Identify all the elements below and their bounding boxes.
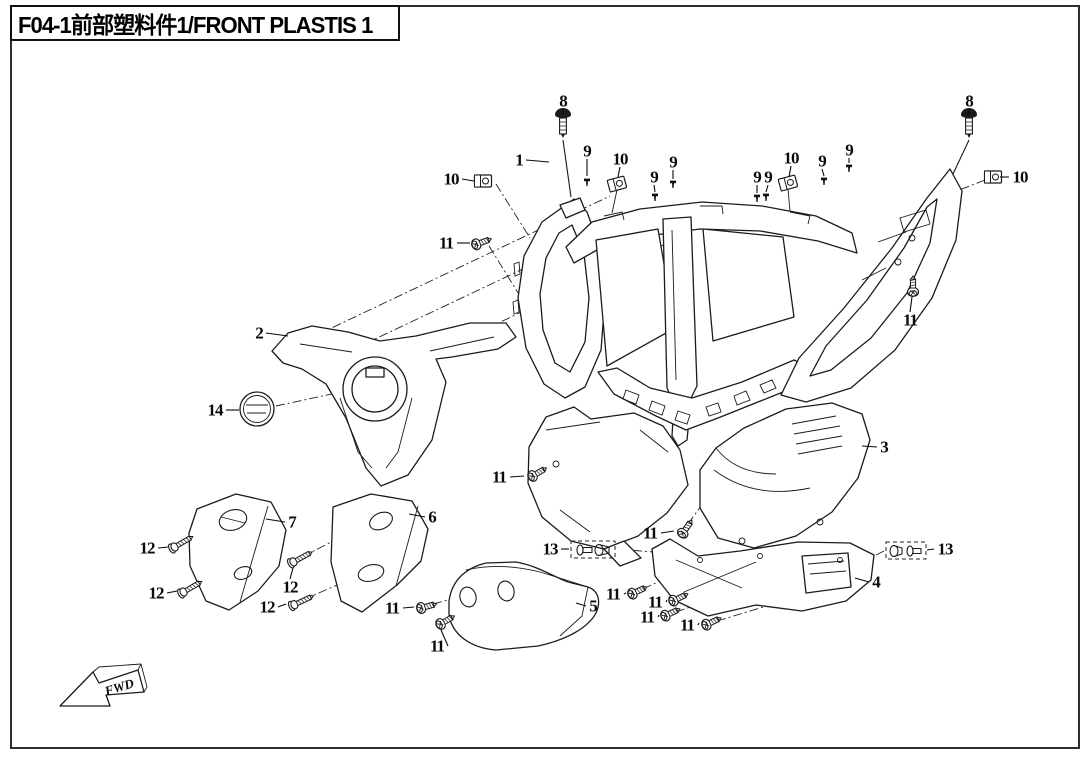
clip-nut-icon: [606, 175, 628, 193]
callout-label-9: 9: [753, 167, 761, 187]
flange-bolt-icon: [625, 581, 650, 602]
callout-label-11: 11: [384, 598, 400, 618]
callout-label-10: 10: [443, 169, 460, 189]
part-7-small-cover-left: [188, 493, 287, 611]
fastener-kit-icon: [570, 540, 616, 559]
headlight-bezel-right: [780, 168, 963, 403]
small-screw-icon: [763, 193, 769, 201]
small-screw-icon: [846, 164, 852, 172]
callout-label-1: 1: [515, 150, 523, 170]
small-screw-icon: [754, 194, 760, 202]
flange-bolt-icon: [469, 233, 494, 252]
callout-label-9: 9: [845, 140, 853, 160]
flange-bolt-icon: [658, 603, 683, 624]
callout-label-9: 9: [764, 167, 772, 187]
callout-label-9: 9: [669, 152, 677, 172]
small-screw-icon: [652, 193, 658, 201]
small-screw-icon: [584, 178, 590, 186]
callout-leader-lines: [157, 109, 1009, 647]
callout-label-6: 6: [428, 507, 436, 527]
part-6-small-cover-right: [330, 493, 429, 613]
callout-label-12: 12: [148, 583, 165, 603]
callout-label-9: 9: [650, 167, 658, 187]
callout-label-10: 10: [1012, 167, 1029, 187]
fastener-icons: [166, 107, 1003, 633]
part-14-emblem: [239, 391, 275, 427]
flange-bolt-icon: [414, 598, 439, 616]
long-screw-icon: [285, 547, 315, 570]
clip-nut-icon: [777, 174, 799, 192]
flange-bolt-icon: [675, 516, 697, 541]
callout-label-11: 11: [491, 467, 507, 487]
callout-label-7: 7: [288, 512, 296, 532]
clip-nut-icon: [473, 174, 493, 188]
callout-label-8: 8: [965, 91, 973, 111]
callout-label-12: 12: [139, 538, 156, 558]
callout-label-14: 14: [207, 400, 224, 420]
callout-label-11: 11: [429, 636, 445, 656]
callout-label-10: 10: [783, 148, 800, 168]
part-5-bracket-cover: [448, 561, 600, 651]
small-screw-icon: [821, 177, 827, 185]
callout-label-11: 11: [639, 607, 655, 627]
callout-label-11: 11: [605, 584, 621, 604]
drawing-frame: [10, 5, 1080, 749]
page-title: F04-1前部塑料件1/FRONT PLASTIS 1: [18, 12, 373, 38]
fwd-direction-arrow: FWD: [59, 663, 148, 707]
callout-label-11: 11: [642, 523, 658, 543]
title-block: F04-1前部塑料件1/FRONT PLASTIS 1: [10, 5, 400, 41]
fwd-label: FWD: [102, 675, 136, 698]
front-grille-assembly: [565, 201, 858, 447]
callout-label-11: 11: [902, 310, 918, 330]
callout-label-12: 12: [282, 577, 299, 597]
part-4-lower-bracket: [651, 538, 875, 617]
callout-label-8: 8: [559, 91, 567, 111]
part-3-side-panel-assembly: [527, 402, 871, 567]
callout-label-11: 11: [679, 615, 695, 635]
clip-nut-icon: [983, 170, 1003, 184]
callout-label-13: 13: [937, 539, 954, 559]
callout-label-3: 3: [880, 437, 888, 457]
callout-label-10: 10: [612, 149, 629, 169]
small-screw-icon: [670, 180, 676, 188]
callout-label-11: 11: [438, 233, 454, 253]
callout-label-9: 9: [818, 151, 826, 171]
callout-label-9: 9: [583, 141, 591, 161]
callout-label-12: 12: [259, 597, 276, 617]
callout-label-4: 4: [872, 572, 880, 592]
callout-label-2: 2: [255, 323, 263, 343]
callout-label-5: 5: [589, 596, 597, 616]
fastener-kit-icon: [885, 541, 927, 560]
callout-label-13: 13: [542, 539, 559, 559]
callout-label-11: 11: [647, 592, 663, 612]
part-2-front-fascia: [271, 322, 517, 487]
